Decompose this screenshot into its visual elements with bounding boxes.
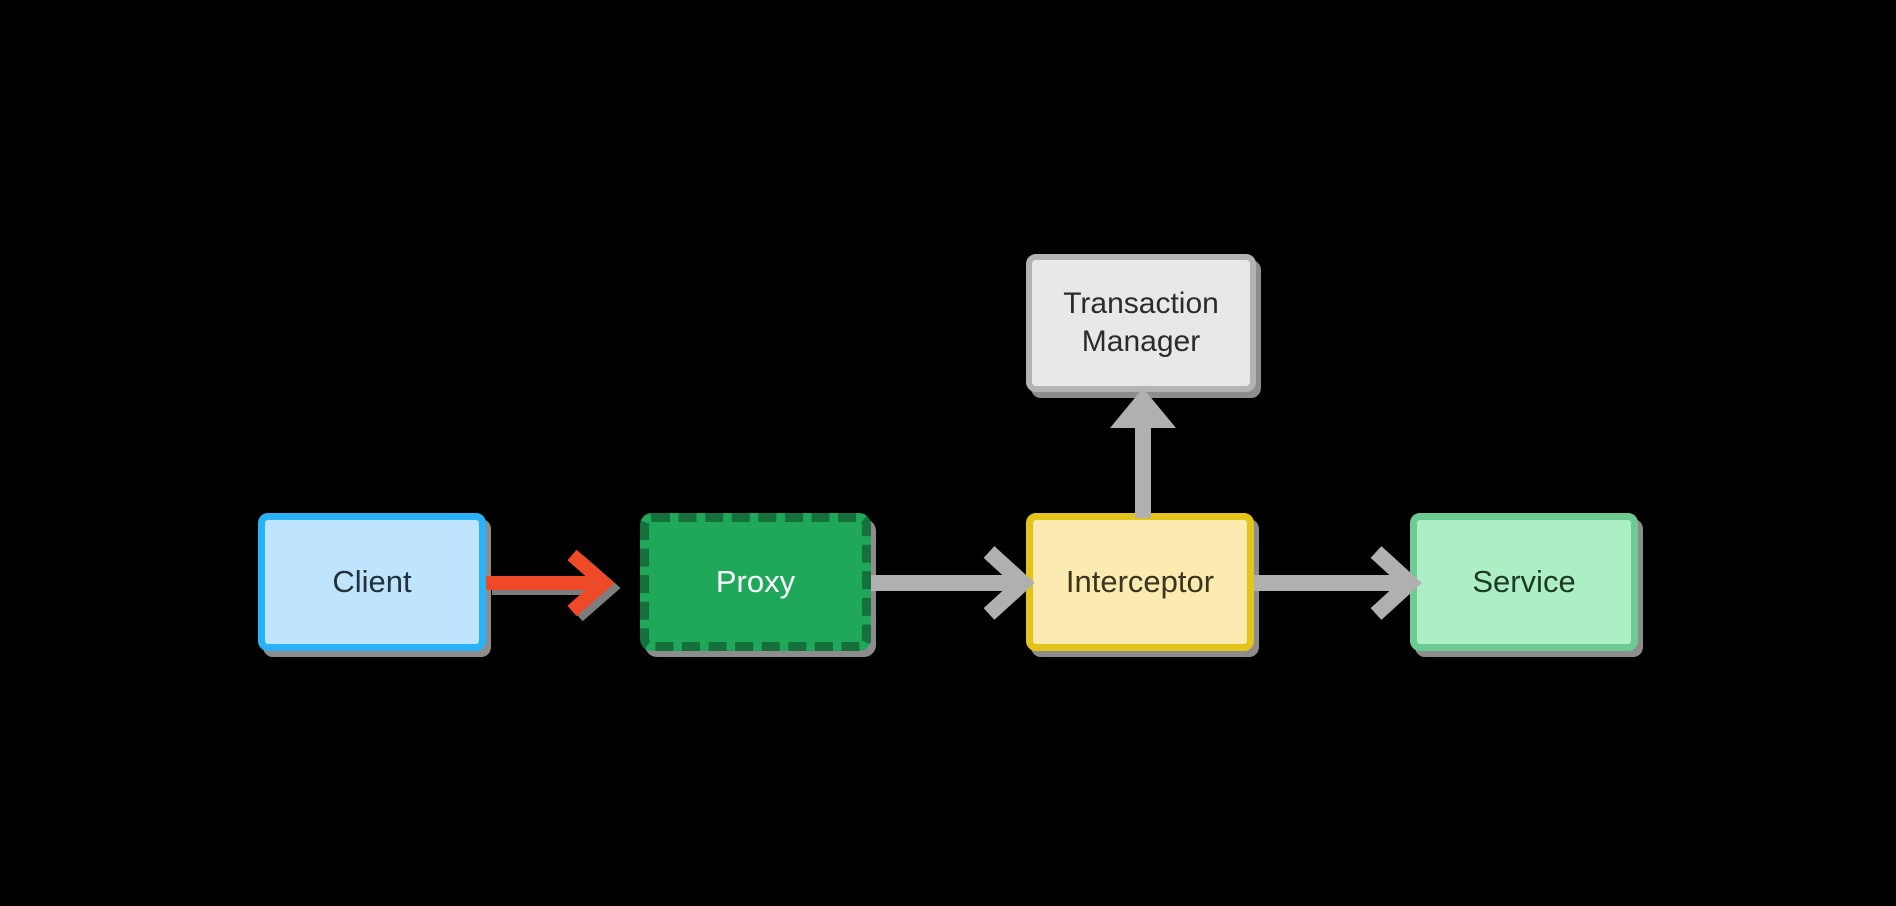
edge-proxy-to-interceptor [871, 538, 1035, 628]
node-client-label: Client [332, 564, 412, 600]
arrow-line-client-proxy [486, 549, 615, 617]
arrow-line-interceptor-transaction-manager [1110, 388, 1176, 518]
node-transaction-manager-label: Transaction Manager [1063, 286, 1219, 358]
arrow-line-proxy-interceptor [871, 546, 1035, 620]
node-service[interactable]: Service [1410, 513, 1638, 651]
edge-client-to-proxy [486, 538, 646, 628]
node-service-label: Service [1472, 564, 1576, 600]
node-proxy-label: Proxy [715, 564, 796, 600]
node-transaction-manager[interactable]: Transaction Manager [1026, 254, 1256, 392]
arrow-line-interceptor-service [1254, 546, 1422, 620]
node-client[interactable]: Client [258, 513, 486, 651]
node-interceptor[interactable]: Interceptor [1026, 513, 1254, 651]
edge-interceptor-to-service [1254, 538, 1422, 628]
node-interceptor-label: Interceptor [1065, 564, 1215, 600]
node-proxy[interactable]: Proxy [640, 513, 871, 651]
edge-interceptor-to-transaction-manager [1098, 388, 1188, 518]
